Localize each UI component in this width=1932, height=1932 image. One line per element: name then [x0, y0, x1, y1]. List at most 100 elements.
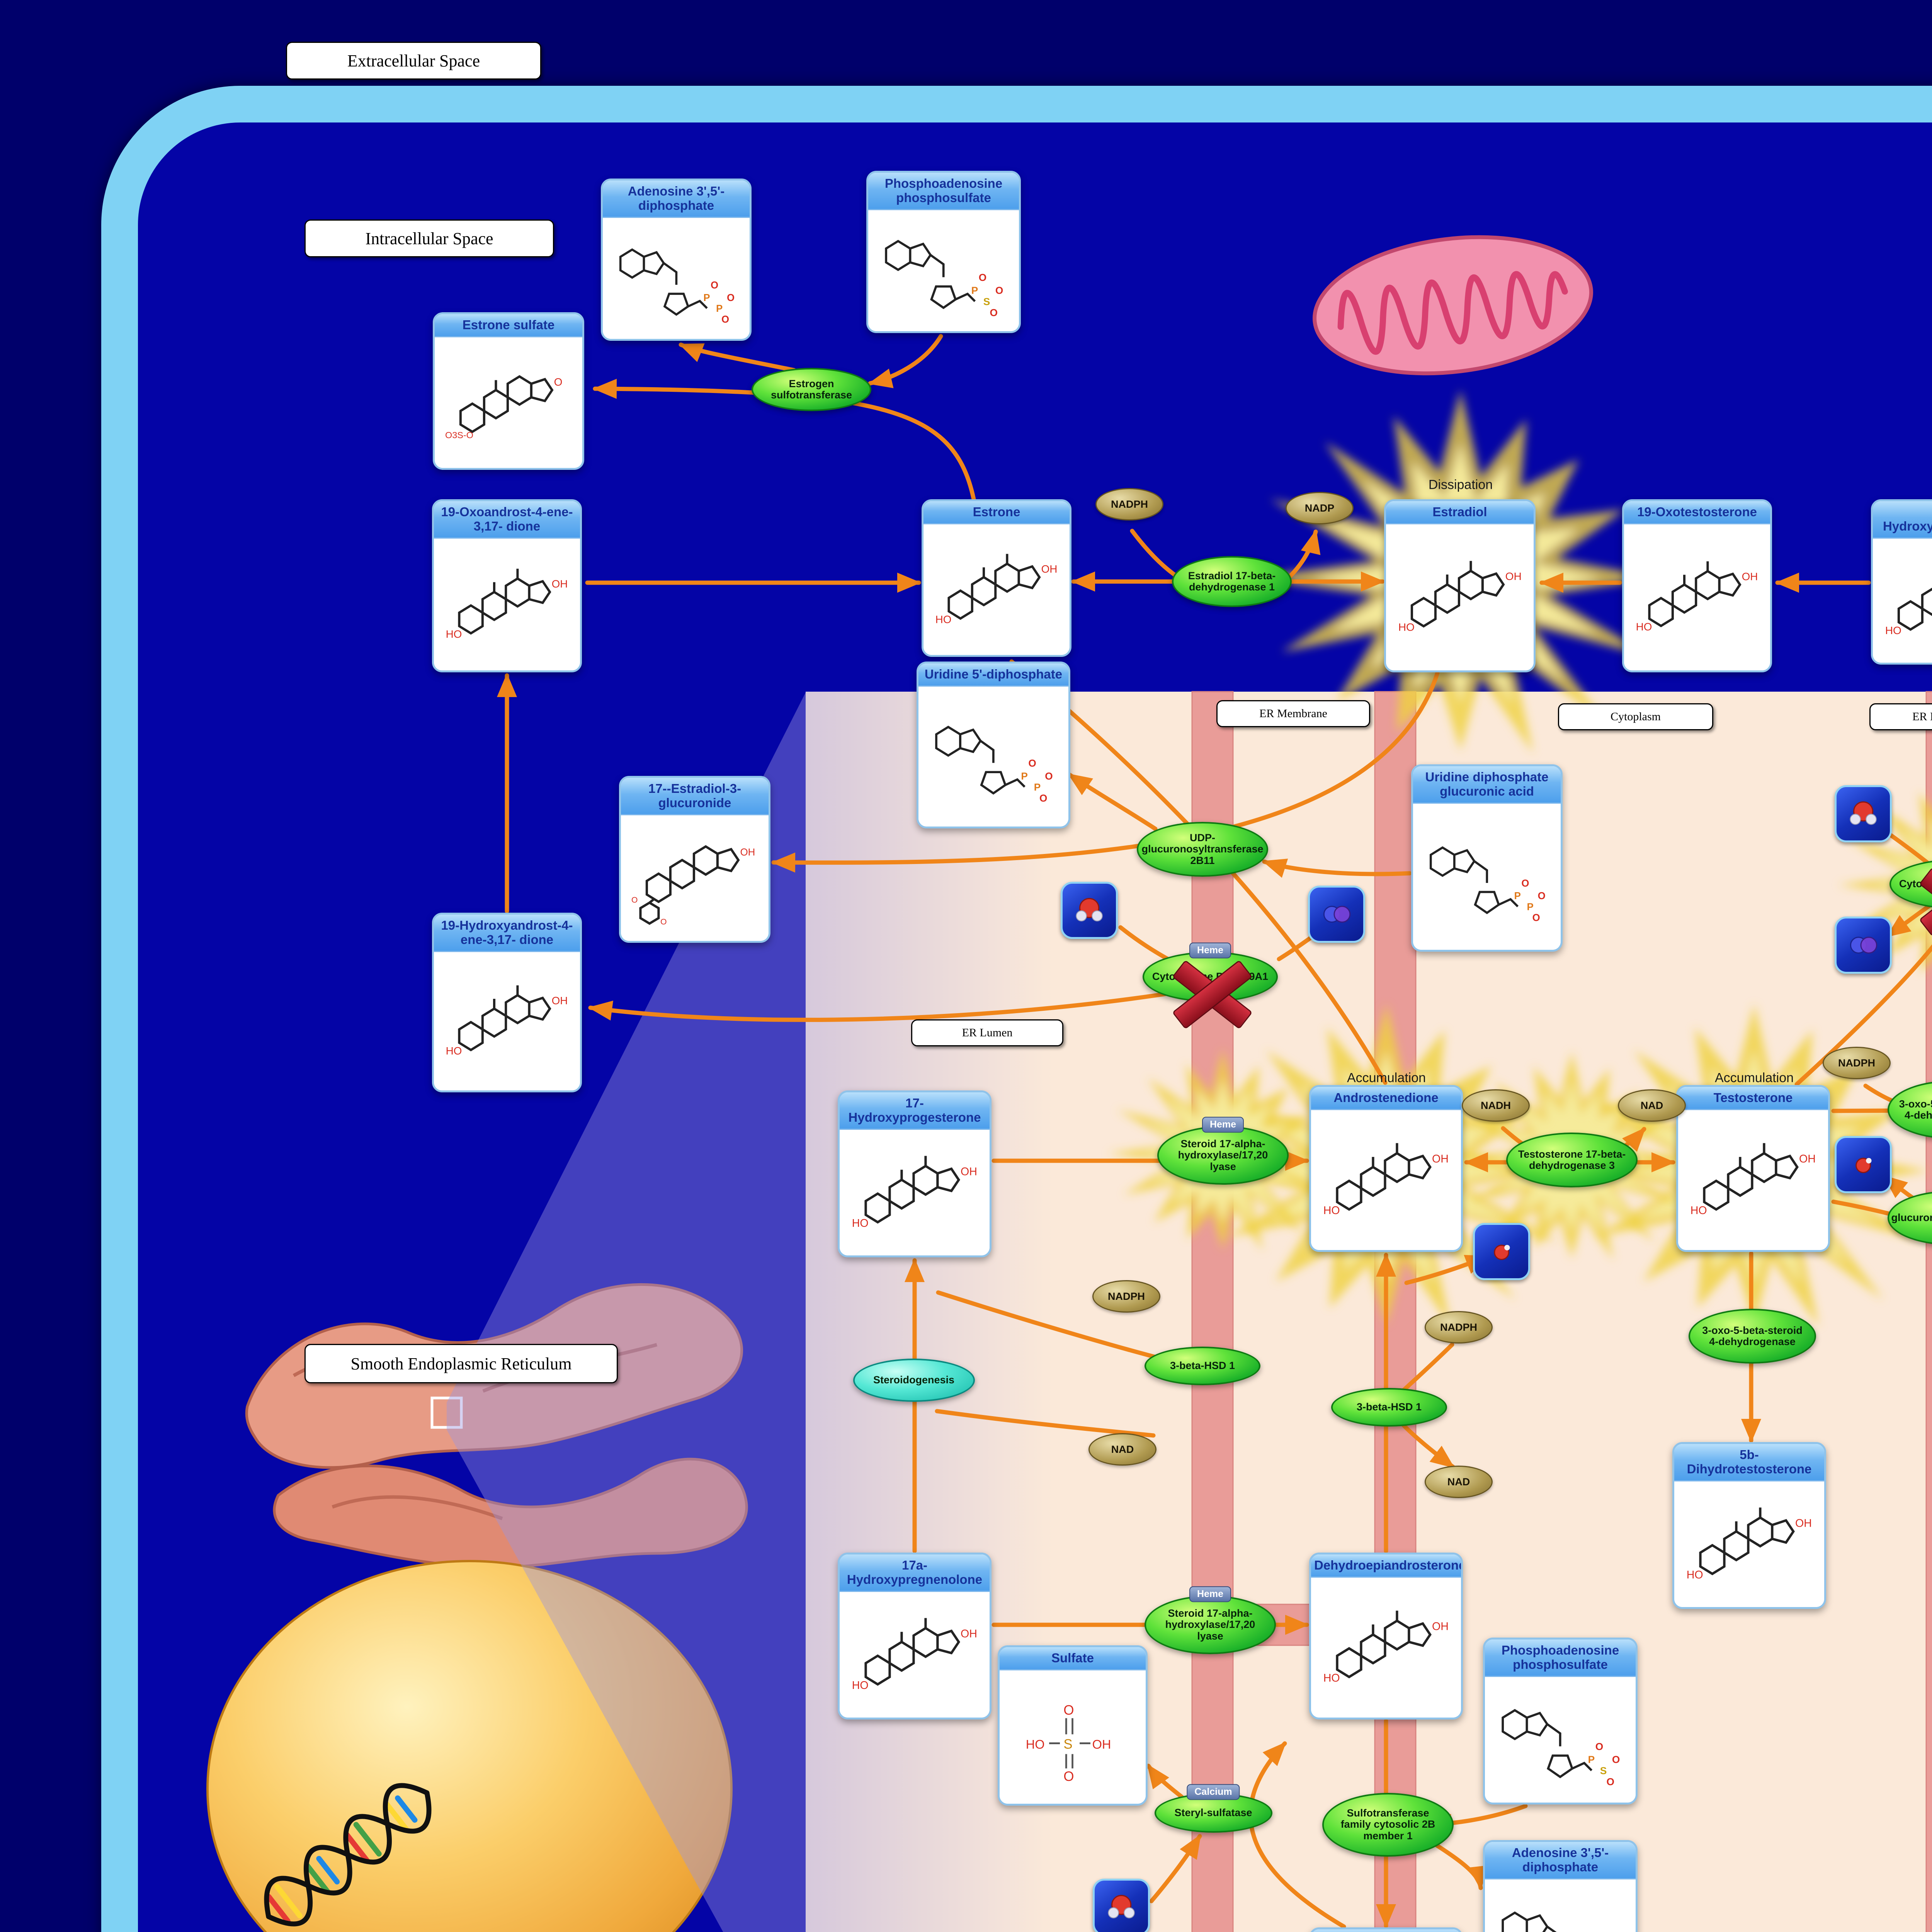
svg-text:O: O [1039, 793, 1047, 804]
cofactor-nadph[interactable]: NADPH [1092, 1280, 1160, 1313]
svg-text:OH: OH [1795, 1517, 1812, 1529]
svg-text:OH: OH [740, 847, 755, 858]
cofactor-nadh[interactable]: NADH [1462, 1089, 1530, 1122]
reaction-arrow [593, 379, 976, 502]
svg-text:O: O [1537, 891, 1545, 902]
enzyme-estradiol-17-beta-dehydrogenase-1[interactable]: Estradiol 17-beta-dehydrogenase 1 [1172, 556, 1292, 607]
enzyme-steroidogenesis[interactable]: Steroidogenesis [853, 1359, 975, 1402]
reaction-arrow [588, 990, 1179, 1022]
svg-text:OH: OH [1799, 1153, 1816, 1165]
cofactor-nad[interactable]: NAD [1425, 1466, 1493, 1498]
enzyme-3-beta-hsd-1-left[interactable]: 3-beta-HSD 1 [1145, 1347, 1260, 1385]
metabolite-name: Phosphoadenosine phosphosulfate [868, 173, 1019, 210]
enzyme-name: UDP-glucuronosyltransferase 2B17 [1891, 1212, 1932, 1224]
reaction-arrow [1400, 1421, 1455, 1469]
enzyme-name: Estradiol 17-beta-dehydrogenase 1 [1188, 570, 1276, 593]
enzyme-testosterone-17-beta-dehydrogenase-3[interactable]: Testosterone 17-beta-dehydrogenase 3 [1506, 1133, 1638, 1187]
svg-text:P: P [703, 293, 710, 303]
reaction-arrow [868, 334, 943, 388]
enzyme-steroid-17-alpha-hydroxylase-lower[interactable]: Steroid 17-alpha-hydroxylase/17,20 lyase [1145, 1595, 1276, 1654]
svg-text:P: P [1588, 1753, 1595, 1765]
svg-text:O: O [721, 314, 729, 325]
cofactor-nad[interactable]: NAD [1618, 1089, 1686, 1122]
starburst-label: Accumulation [1347, 1070, 1426, 1085]
enzyme-estrogen-sulfotransferase[interactable]: Estrogen sulfotransferase [752, 368, 871, 411]
hydrogen-icon[interactable] [1473, 1223, 1530, 1280]
water-icon[interactable] [1835, 785, 1892, 842]
svg-text:O: O [1045, 770, 1053, 782]
svg-text:O: O [711, 280, 718, 291]
water-icon[interactable] [1061, 882, 1118, 939]
svg-text:P: P [1021, 770, 1027, 782]
cofactor-nadp[interactable]: NADP [1286, 492, 1354, 524]
metabolite-name: Uridine 5'-diphosphate [918, 663, 1068, 687]
svg-text:O: O [1029, 757, 1036, 769]
cofactor-nadph[interactable]: NADPH [1823, 1047, 1891, 1079]
svg-text:O: O [631, 896, 638, 905]
oxygen-icon[interactable] [1308, 886, 1365, 943]
enzyme-sulfotransferase-2b1[interactable]: Sulfotransferase family cytosolic 2B mem… [1322, 1793, 1454, 1857]
svg-text:HO: HO [1323, 1204, 1340, 1217]
enzyme-name: Steroid 17-alpha-hydroxylase/17,20 lyase [1178, 1138, 1268, 1172]
svg-text:HO: HO [1323, 1672, 1340, 1684]
enzyme-3-beta-hsd-1-right[interactable]: 3-beta-HSD 1 [1331, 1388, 1447, 1427]
svg-text:OH: OH [1505, 570, 1521, 582]
metabolite-19-hydroxytestosterone[interactable]: 19-HydroxytestosteroneHOOH [1871, 499, 1932, 665]
svg-text:HO: HO [1398, 621, 1414, 633]
svg-text:O: O [1064, 1702, 1074, 1718]
enzyme-name: 3-beta-HSD 1 [1170, 1360, 1235, 1372]
water-icon[interactable] [1093, 1879, 1150, 1932]
svg-text:O: O [995, 284, 1003, 296]
hydrogen-icon[interactable] [1835, 1136, 1892, 1193]
region-label-extracellular-space: Extracellular Space [286, 42, 541, 80]
svg-text:OH: OH [961, 1165, 977, 1178]
cofactor-nadph[interactable]: NADPH [1095, 488, 1163, 520]
metabolite-name: Estradiol [1386, 501, 1534, 524]
svg-text:OH: OH [961, 1628, 977, 1640]
enzyme-udp-glucuronosyltransferase-2b11[interactable]: UDP-glucuronosyltransferase 2B11 [1137, 822, 1268, 877]
enzyme-3-oxo-5-beta-steroid-4-dehydrogenase[interactable]: 3-oxo-5-beta-steroid 4-dehydrogenase [1689, 1309, 1816, 1364]
enzyme-steroid-17-alpha-hydroxylase-upper[interactable]: Steroid 17-alpha-hydroxylase/17,20 lyase [1157, 1126, 1289, 1185]
svg-text:OH: OH [552, 995, 568, 1007]
cofactor-nad[interactable]: NAD [1088, 1433, 1156, 1466]
metabolite-name: Phosphoadenosine phosphosulfate [1485, 1639, 1636, 1677]
svg-text:OH: OH [1742, 571, 1758, 583]
cofactor-nadph[interactable]: NADPH [1425, 1311, 1493, 1344]
metabolite-name: 17a-Hydroxypregnenolone [840, 1554, 990, 1592]
zoom-cone [447, 692, 806, 1932]
svg-text:S: S [1600, 1765, 1607, 1776]
oxygen-icon[interactable] [1835, 917, 1892, 974]
nucleus-illustration [206, 1396, 733, 1932]
metabolite-name: 19-Hydroxyandrost-4-ene-3,17- dione [434, 915, 580, 952]
